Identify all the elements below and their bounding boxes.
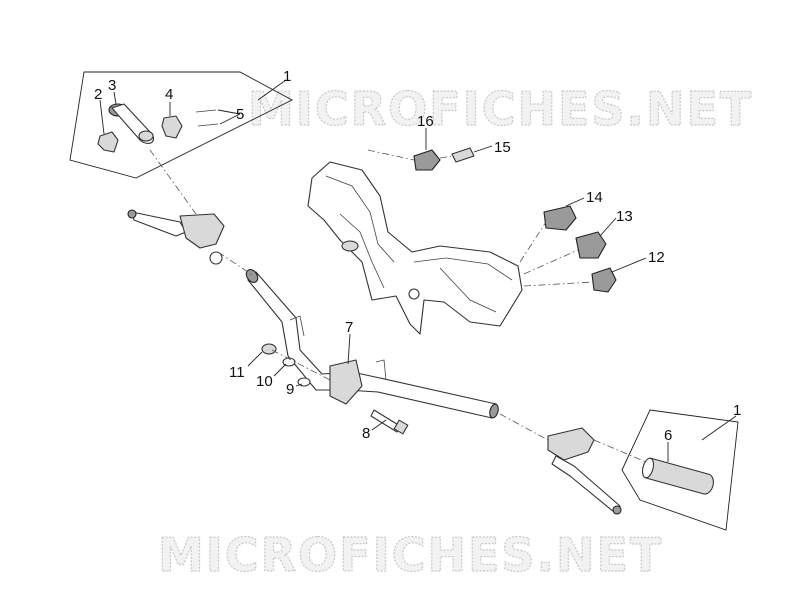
- switch-13: [575, 231, 607, 259]
- callout-15: 15: [494, 139, 511, 156]
- cover-recess: [341, 240, 359, 252]
- right-lever-blade: [551, 455, 621, 513]
- cover-body: [307, 161, 523, 335]
- right-master-cylinder: [547, 427, 595, 461]
- kit-outline-left: [69, 71, 293, 179]
- switches: [413, 147, 617, 293]
- left-bracket: [289, 315, 305, 337]
- fasteners: [261, 343, 409, 435]
- left-grip-kit: [69, 71, 293, 179]
- screw-upper: [195, 109, 217, 113]
- left-master-cylinder: [179, 213, 225, 249]
- cover-inner-edge-1: [325, 175, 395, 263]
- switch-14: [543, 205, 577, 231]
- right-brake-lever: [547, 409, 739, 531]
- callout-10: 10: [256, 373, 273, 390]
- callout-14: 14: [586, 189, 603, 206]
- callout-3: 3: [108, 77, 116, 94]
- nut-11: [261, 343, 277, 355]
- callout-8: 8: [362, 425, 370, 442]
- bolt-head: [393, 419, 409, 435]
- left-lever-tip: [127, 209, 137, 219]
- callout-9: 9: [286, 381, 294, 398]
- right-bracket: [375, 359, 387, 381]
- left-brake-lever: [127, 209, 225, 265]
- callout-11: 11: [229, 364, 245, 381]
- switch-12: [591, 267, 617, 293]
- right-lever-tip: [612, 505, 622, 515]
- screw-lower: [197, 123, 219, 127]
- right-grip-end: [641, 457, 655, 479]
- bolt-shaft: [370, 409, 401, 433]
- callout-6: 6: [664, 427, 672, 444]
- handlebar-right-end: [489, 403, 499, 419]
- throttle-housing: [97, 131, 119, 153]
- leader-5b: [219, 113, 241, 125]
- cover-inner-edge-3: [439, 267, 497, 313]
- handlebar-left-end: [245, 269, 259, 283]
- right-grip: [645, 457, 714, 495]
- grip-inner: [138, 130, 154, 142]
- cover-inner-edge-2: [413, 257, 513, 281]
- left-lever-blade: [131, 211, 187, 237]
- watermark-top: MICROFICHES.NET: [248, 82, 753, 136]
- callout-5: 5: [236, 106, 244, 123]
- cover-inner-edge-4: [339, 213, 385, 289]
- leader-lines: [99, 79, 737, 462]
- callout-7: 7: [345, 319, 353, 336]
- callout-13: 13: [616, 208, 633, 225]
- handlebar-clamp: [329, 359, 363, 405]
- switch-16: [413, 149, 441, 171]
- kit-outline-right: [621, 409, 739, 531]
- cover-hole: [408, 288, 420, 300]
- handlebar-cover: [307, 161, 523, 335]
- callout-4: 4: [165, 86, 173, 103]
- callout-2: 2: [94, 86, 102, 103]
- leader-5a: [217, 109, 241, 115]
- switch-cover: [161, 115, 183, 139]
- assembly-lines: [149, 149, 647, 463]
- watermark-bottom: MICROFICHES.NET: [158, 528, 663, 582]
- left-reservoir: [209, 251, 223, 265]
- callout-16: 16: [417, 113, 434, 130]
- callout-12: 12: [648, 249, 665, 266]
- callout-1-left: 1: [283, 68, 291, 85]
- callout-1-right: 1: [733, 402, 741, 419]
- switch-15: [451, 147, 475, 163]
